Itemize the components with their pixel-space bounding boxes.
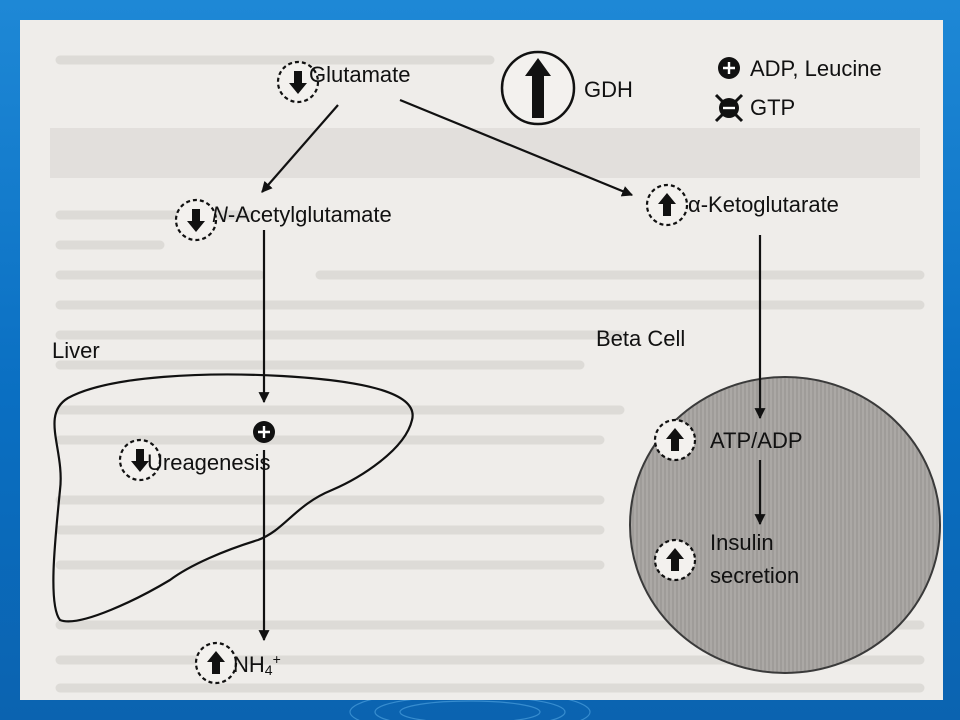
gtp-label: GTP [750, 95, 796, 120]
gdh-up-arrow-icon [500, 50, 576, 126]
arrow-glutamate-to-ketoglutarate [399, 98, 634, 197]
adp-leucine-label: ADP, Leucine [750, 56, 882, 81]
nh4-subscript: 4 [264, 662, 273, 678]
liver-outline [52, 373, 414, 623]
nh4-label: NH4+ [233, 652, 281, 677]
pathway-diagram [50, 50, 941, 693]
beta-cell-body [629, 376, 941, 674]
insulin-secretion-up-arrow-icon [653, 538, 697, 582]
alpha-prefix: α [688, 192, 701, 217]
ketoglutarate-label: α-Ketoglutarate [688, 194, 839, 216]
beta-cell-label: Beta Cell [596, 326, 686, 351]
insulin-label-line2: secretion [710, 563, 800, 588]
nh4-base: NH [233, 652, 265, 677]
adp-leucine-activator-plus-icon [718, 57, 740, 79]
ketoglutarate-rest: -Ketoglutarate [700, 192, 839, 217]
n-acetylglutamate-label: N-Acetylglutamate [212, 204, 392, 226]
insulin-label-line1: Insulin [710, 530, 774, 555]
n-acetylglutamate-down-arrow-icon [174, 198, 218, 242]
diagram-panel: Glutamate GDH ADP, Leucine GTP N-Acetylg… [20, 20, 943, 700]
nh4-superscript: + [272, 651, 281, 667]
gdh-label: GDH [584, 77, 633, 102]
n-prefix: N [212, 202, 228, 227]
gtp-inhibitor-minus-icon [714, 93, 744, 123]
ketoglutarate-up-arrow-icon [645, 183, 689, 227]
ureagenesis-label: Ureagenesis [147, 450, 271, 475]
arrow-glutamate-to-n-acetylglutamate [261, 104, 339, 193]
glutamate-down-arrow-icon [276, 60, 320, 104]
glutamate-label: Glutamate [309, 62, 411, 87]
liver-label: Liver [52, 338, 100, 363]
ureagenesis-activator-plus-icon [253, 421, 275, 443]
atp-adp-label: ATP/ADP [710, 428, 803, 453]
n-acetylglutamate-rest: -Acetylglutamate [227, 202, 392, 227]
nh4-up-arrow-icon [194, 641, 238, 685]
ureagenesis-down-arrow-icon [118, 438, 162, 482]
atp-adp-up-arrow-icon [653, 418, 697, 462]
